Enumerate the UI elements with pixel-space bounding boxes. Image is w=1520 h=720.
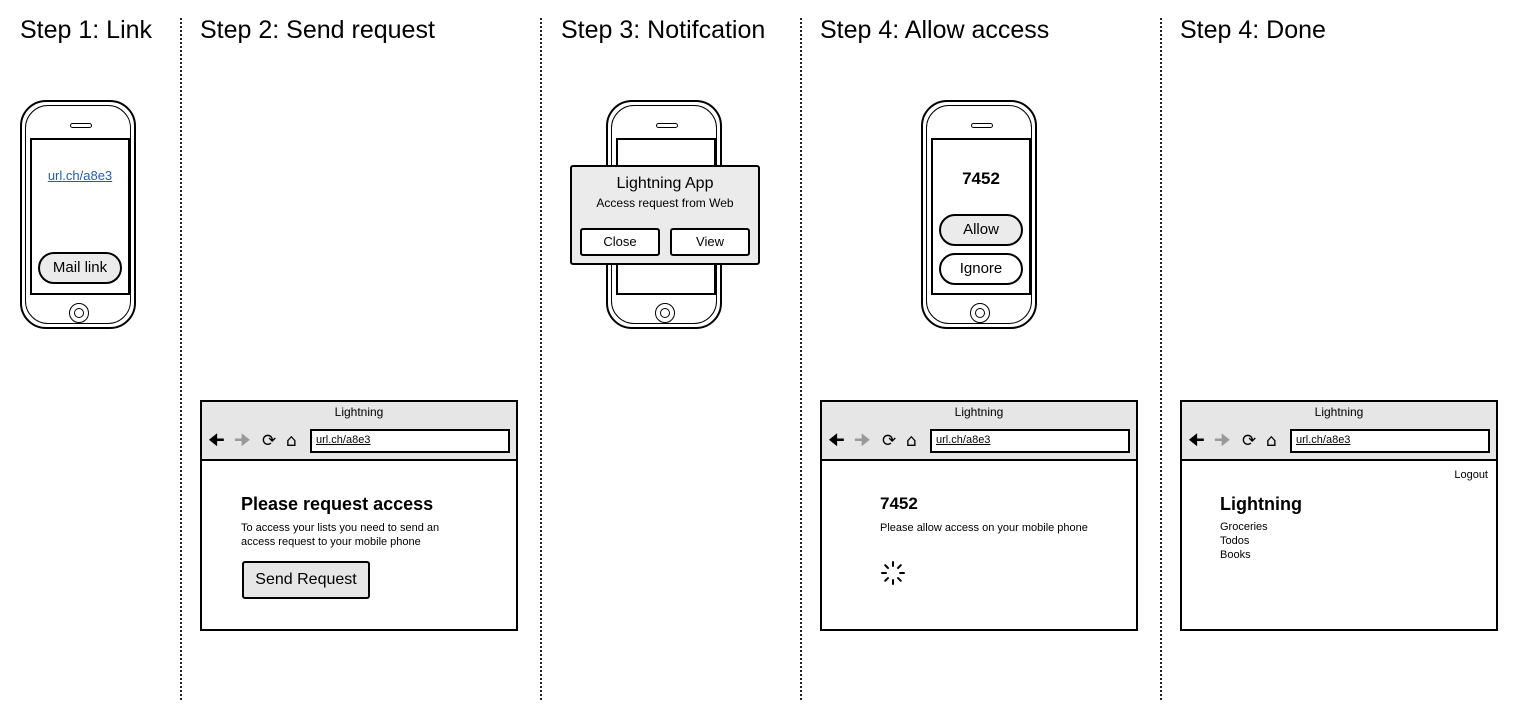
access-code: 7452	[962, 169, 1000, 188]
home-icon[interactable]: ⌂	[286, 431, 297, 451]
close-button[interactable]: Close	[580, 228, 660, 256]
reload-icon[interactable]: ⟳	[1242, 431, 1257, 451]
phone-body: 7452 Allow Ignore	[921, 100, 1037, 329]
browser-title: Lightning	[954, 405, 1004, 419]
phone-home-button[interactable]	[970, 303, 990, 323]
url-bar[interactable]: url.ch/a8e3	[1290, 429, 1490, 453]
url-bar[interactable]: url.ch/a8e3	[310, 429, 510, 453]
arrow-right-icon[interactable]: 🠊	[234, 430, 251, 451]
view-button[interactable]: View	[670, 228, 750, 256]
arrow-right-icon[interactable]: 🠊	[1214, 430, 1231, 451]
notification-popup: Lightning App Access request from Web Cl…	[570, 165, 760, 265]
phone-speaker	[70, 123, 92, 128]
ignore-button[interactable]: Ignore	[939, 253, 1023, 285]
phone-body: url.ch/a8e3 Mail link	[20, 100, 136, 329]
list-item[interactable]: Books	[1220, 549, 1251, 561]
browser-header: Lightning 🠈 🠊 ⟳ ⌂ url.ch/a8e3	[1182, 402, 1496, 461]
step-divider	[1160, 18, 1162, 700]
arrow-left-icon[interactable]: 🠈	[1188, 430, 1205, 451]
step-3-title: Step 3: Notifcation	[561, 16, 766, 44]
logout-link[interactable]: Logout	[1454, 469, 1488, 481]
home-icon[interactable]: ⌂	[1266, 431, 1277, 451]
short-link[interactable]: url.ch/a8e3	[47, 168, 113, 183]
request-text-line-1: To access your lists you need to send an	[241, 522, 440, 534]
reload-icon[interactable]: ⟳	[262, 431, 277, 451]
spinner-icon	[881, 561, 905, 585]
reload-icon[interactable]: ⟳	[882, 431, 897, 451]
browser-title: Lightning	[1314, 405, 1364, 419]
app-heading: Lightning	[1220, 494, 1302, 514]
request-text-line-2: access request to your mobile phone	[241, 536, 421, 548]
phone-screen: url.ch/a8e3 Mail link	[30, 138, 130, 295]
allow-button[interactable]: Allow	[939, 214, 1023, 246]
list-item[interactable]: Todos	[1220, 535, 1250, 547]
phone-home-button[interactable]	[69, 303, 89, 323]
arrow-left-icon[interactable]: 🠈	[828, 430, 845, 451]
step-divider	[540, 18, 542, 700]
arrow-right-icon[interactable]: 🠊	[854, 430, 871, 451]
mail-link-button[interactable]: Mail link	[38, 252, 122, 284]
browser-access-code: 7452	[880, 494, 918, 513]
step-divider	[180, 18, 182, 700]
browser-title: Lightning	[334, 405, 384, 419]
phone-speaker	[656, 123, 678, 128]
step-1-phone: url.ch/a8e3 Mail link	[20, 100, 136, 329]
page-heading: Please request access	[241, 494, 434, 514]
step-5-title: Step 4: Done	[1180, 16, 1326, 44]
browser-content: Logout Lightning Groceries Todos Books	[1182, 461, 1496, 629]
step-divider	[800, 18, 802, 700]
step-4-title: Step 4: Allow access	[820, 16, 1050, 44]
phone-screen: 7452 Allow Ignore	[931, 138, 1031, 295]
step-5-browser: Lightning 🠈 🠊 ⟳ ⌂ url.ch/a8e3 Logout Lig…	[1180, 400, 1498, 631]
step-4-browser: Lightning 🠈 🠊 ⟳ ⌂ url.ch/a8e3 7452 Pleas…	[820, 400, 1138, 631]
browser-content: Please request access To access your lis…	[202, 461, 516, 629]
url-bar[interactable]: url.ch/a8e3	[930, 429, 1130, 453]
browser-content: 7452 Please allow access on your mobile …	[822, 461, 1136, 629]
step-1-title: Step 1: Link	[20, 16, 153, 44]
allow-access-text: Please allow access on your mobile phone	[880, 522, 1088, 534]
phone-home-button[interactable]	[655, 303, 675, 323]
step-4-phone: 7452 Allow Ignore	[921, 100, 1037, 329]
browser-header: Lightning 🠈 🠊 ⟳ ⌂ url.ch/a8e3	[822, 402, 1136, 461]
browser-header: Lightning 🠈 🠊 ⟳ ⌂ url.ch/a8e3	[202, 402, 516, 461]
list-item[interactable]: Groceries	[1220, 521, 1268, 533]
arrow-left-icon[interactable]: 🠈	[208, 430, 225, 451]
notification-text: Access request from Web	[596, 196, 734, 210]
home-icon[interactable]: ⌂	[906, 431, 917, 451]
step-2-title: Step 2: Send request	[200, 16, 435, 44]
notification-title: Lightning App	[616, 175, 714, 192]
send-request-button[interactable]: Send Request	[242, 561, 370, 599]
phone-speaker	[971, 123, 993, 128]
step-2-browser: Lightning 🠈 🠊 ⟳ ⌂ url.ch/a8e3 Please req…	[200, 400, 518, 631]
